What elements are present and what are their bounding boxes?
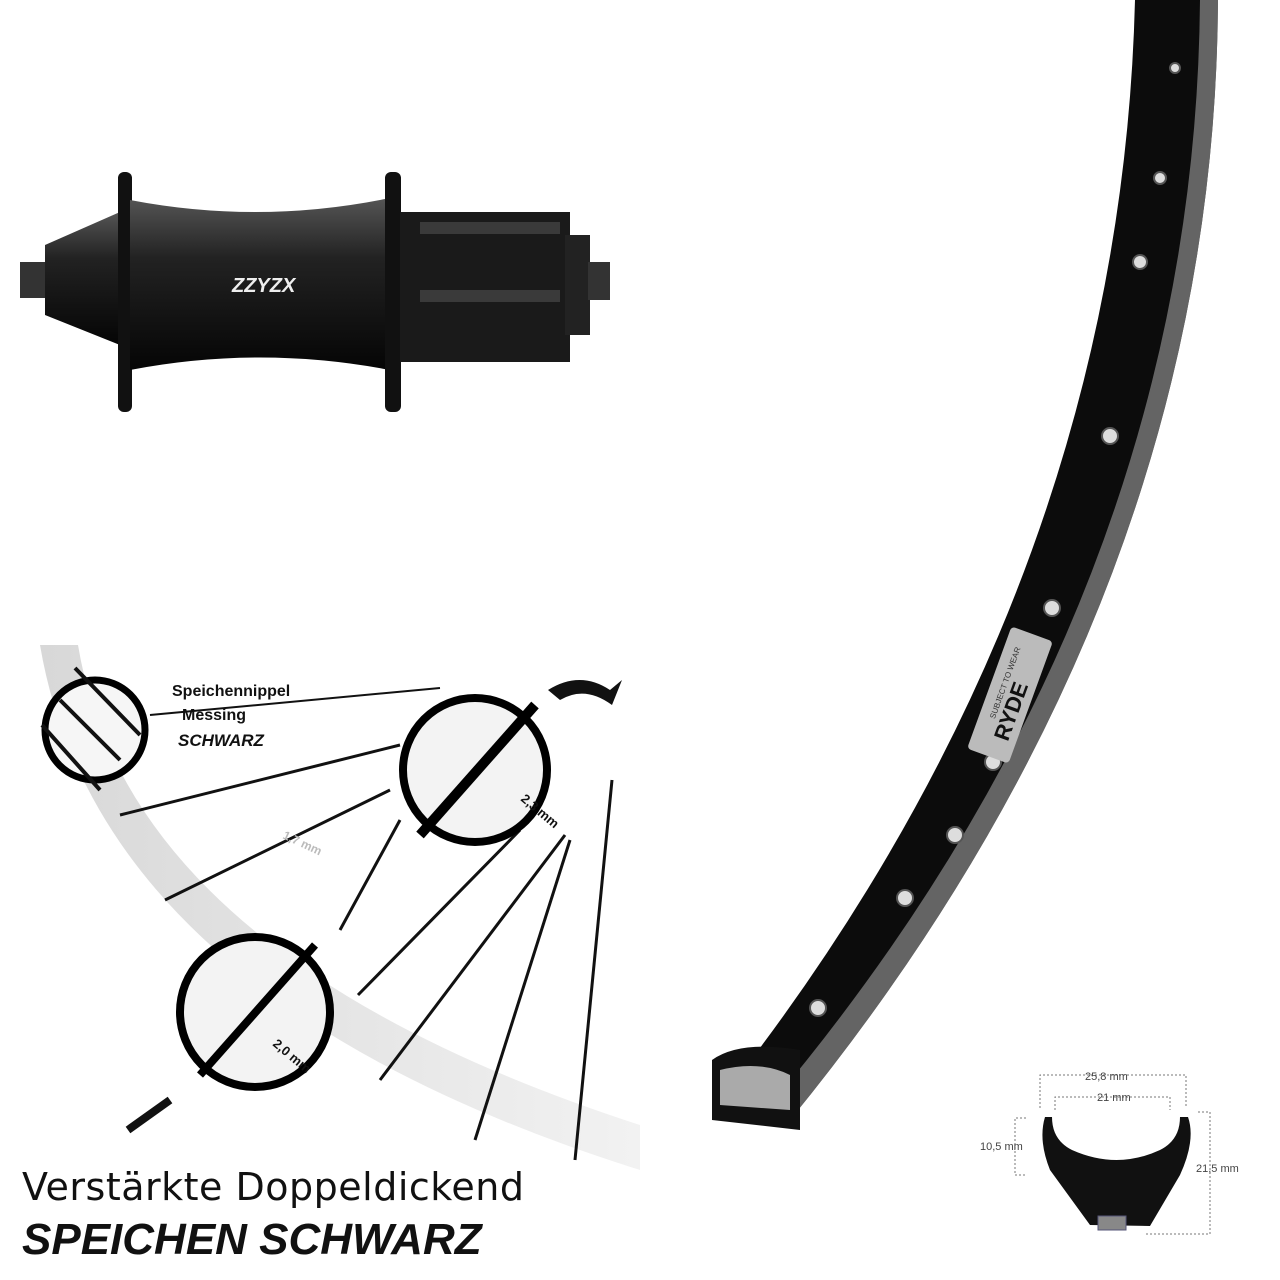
spoke-thick-end <box>125 1096 173 1134</box>
spoke-hole <box>1043 599 1061 617</box>
hub-freehub-body <box>400 212 570 362</box>
label-leader-line <box>149 687 441 716</box>
freehub-spline <box>420 222 560 234</box>
spoke-hole <box>1132 254 1148 270</box>
spoke-nipples <box>40 666 142 792</box>
rim-profile-insert <box>1097 1215 1127 1231</box>
side-height-label: 10,5 mm <box>980 1141 1023 1153</box>
spoke-diagram: Speichennippel Messing SCHWARZ 1,7 mm 2,… <box>40 645 640 1170</box>
spoke-hole <box>1169 62 1181 74</box>
rim-body <box>712 0 1218 1120</box>
hub-brand: ZZYZX <box>231 275 297 297</box>
magnified-spoke <box>416 701 539 839</box>
spoke-hole <box>946 826 964 844</box>
headline-line1: Verstärkte Doppeldickend <box>22 1165 525 1209</box>
spoke <box>473 839 572 1141</box>
inner-width-label: 21 mm <box>1097 1092 1131 1104</box>
spoke-head-icon <box>548 680 622 705</box>
dimension-lines <box>1014 1074 1211 1235</box>
freehub-spline <box>420 290 560 302</box>
hub-flange-right <box>385 172 401 412</box>
nipple-lens <box>40 666 149 792</box>
headline-line2: SPEICHEN SCHWARZ <box>22 1215 482 1264</box>
spoke <box>338 819 402 931</box>
rim: SUBJECT TO WEAR RYDE <box>712 0 1218 1130</box>
spokes <box>119 687 614 1161</box>
rim-profile-shape <box>1042 1117 1191 1226</box>
spoke <box>119 743 401 817</box>
spoke <box>164 788 391 902</box>
nipple-label-line2: Messing <box>182 707 246 724</box>
hub-axle-right <box>588 262 610 300</box>
spoke <box>573 779 614 1161</box>
spoke <box>378 834 567 1081</box>
spoke-hole <box>1153 171 1167 185</box>
spoke-nipple <box>58 698 122 762</box>
spoke <box>356 828 522 997</box>
sticker-background <box>968 627 1052 763</box>
nipple-label-line1: Speichennippel <box>172 683 290 700</box>
hub-flange-left <box>118 172 132 412</box>
rim-profile-diagram: 25,8 mm 21 mm 10,5 mm 21,5 mm <box>980 1071 1239 1235</box>
spoke-lens-bottom <box>176 933 334 1091</box>
side-height-line <box>1014 1117 1026 1176</box>
spoke-nipple <box>73 666 142 737</box>
spoke-nipple <box>40 723 102 792</box>
magnified-spoke <box>197 942 318 1078</box>
total-height-line <box>1145 1111 1211 1235</box>
hub-body <box>130 198 390 370</box>
spoke-hole <box>896 889 914 907</box>
lens-frame <box>41 676 149 784</box>
rim-cross-section <box>720 1066 790 1110</box>
rim-spoke-holes <box>809 62 1181 1017</box>
spoke-hole <box>809 999 827 1017</box>
total-height-label: 21,5 mm <box>1196 1163 1239 1175</box>
nipple-label-line3: SCHWARZ <box>178 731 265 750</box>
outer-width-label: 25,8 mm <box>1085 1071 1128 1083</box>
hub-cone-left <box>45 212 120 345</box>
hub: ZZYZX <box>20 172 610 412</box>
spoke-lens-top <box>399 694 551 846</box>
spoke-hole <box>1101 427 1119 445</box>
hub-end-cap <box>565 235 590 335</box>
outer-width-line <box>1039 1074 1187 1108</box>
